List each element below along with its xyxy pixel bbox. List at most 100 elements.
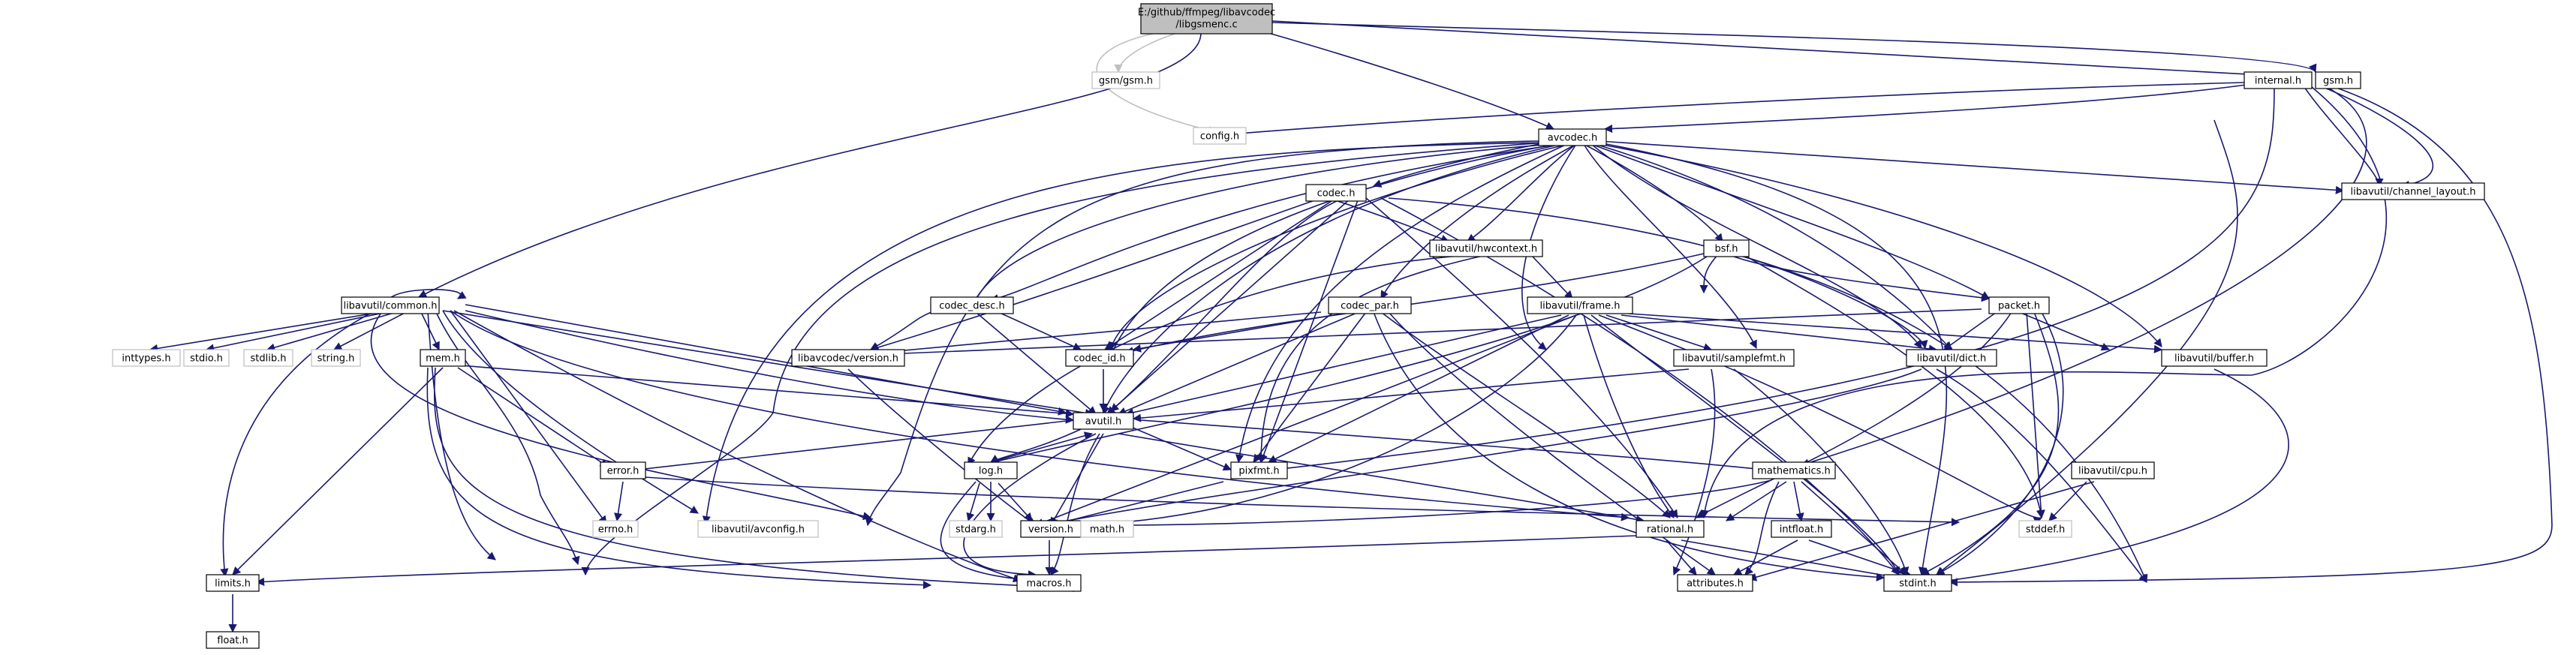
node-box (2018, 520, 2072, 538)
node-label: libavutil/common.h (343, 301, 437, 312)
node-box (341, 296, 440, 314)
node-label: libavutil/frame.h (1540, 301, 1621, 312)
node-label: stddef.h (2026, 524, 2065, 536)
node-label: libavutil/buffer.h (2174, 353, 2254, 365)
node-string[interactable]: string.h (311, 349, 361, 367)
node-stddef[interactable]: stddef.h (2018, 520, 2072, 538)
node-box (949, 520, 1003, 538)
node-codec-par[interactable]: codec_par.h (1328, 296, 1412, 314)
node-box (206, 574, 260, 592)
node-label: libavutil/cpu.h (2078, 466, 2147, 477)
node-box (930, 296, 1014, 314)
node-box (1065, 349, 1134, 367)
node-label: codec_par.h (1341, 301, 1399, 312)
node-label: errno.h (598, 524, 633, 536)
node-intfloat[interactable]: intfloat.h (1771, 520, 1832, 538)
node-box (1771, 520, 1832, 538)
node-stdio[interactable]: stdio.h (183, 349, 230, 367)
node-error[interactable]: error.h (600, 461, 646, 479)
node-box (183, 349, 230, 367)
node-label: avcodec.h (1548, 133, 1598, 144)
node-samplefmt[interactable]: libavutil/samplefmt.h (1673, 349, 1795, 367)
node-label: libavutil/avconfig.h (712, 524, 805, 536)
node-box (1328, 296, 1412, 314)
node-box (1091, 71, 1160, 89)
node-label: pixfmt.h (1238, 466, 1279, 477)
node-label: stdlib.h (251, 353, 287, 365)
node-internal[interactable]: internal.h (2243, 71, 2313, 89)
node-box (112, 349, 181, 367)
node-cpu[interactable]: libavutil/cpu.h (2071, 461, 2155, 479)
node-label: stdio.h (190, 353, 223, 365)
node-label: macros.h (1027, 578, 1072, 590)
node-box (1752, 461, 1836, 479)
node-box (1538, 128, 1607, 146)
node-avcodec[interactable]: avcodec.h (1538, 128, 1607, 146)
node-rational[interactable]: rational.h (1636, 520, 1705, 538)
node-packet[interactable]: packet.h (1988, 296, 2050, 314)
node-inttypes[interactable]: inttypes.h (112, 349, 181, 367)
node-box (420, 349, 466, 367)
node-label: packet.h (1998, 301, 2040, 312)
node-box (206, 631, 260, 649)
node-avutil[interactable]: avutil.h (1073, 412, 1134, 430)
node-hwcontext[interactable]: libavutil/hwcontext.h (1429, 239, 1543, 257)
node-log[interactable]: log.h (964, 461, 1018, 479)
node-gsm[interactable]: gsm.h (2315, 71, 2361, 89)
node-box (1673, 349, 1795, 367)
node-frame[interactable]: libavutil/frame.h (1527, 296, 1633, 314)
node-label: mem.h (426, 353, 460, 365)
node-stdlib[interactable]: stdlib.h (243, 349, 293, 367)
node-box (1230, 461, 1288, 479)
node-dict[interactable]: libavutil/dict.h (1906, 349, 1997, 367)
node-version-avcodec[interactable]: libavcodec/version.h (791, 349, 905, 367)
node-box (697, 520, 819, 538)
node-label: version.h (1028, 524, 1073, 536)
node-label: bsf.h (1714, 244, 1738, 255)
node-bsf[interactable]: bsf.h (1703, 239, 1750, 257)
node-box (2071, 461, 2155, 479)
node-mem[interactable]: mem.h (420, 349, 466, 367)
node-codec-desc[interactable]: codec_desc.h (930, 296, 1014, 314)
node-box (1016, 574, 1082, 592)
node-limits[interactable]: limits.h (206, 574, 260, 592)
node-label: error.h (607, 466, 639, 477)
node-box (600, 461, 646, 479)
node-box (1906, 349, 1997, 367)
node-mathematics[interactable]: mathematics.h (1752, 461, 1836, 479)
node-box (2341, 182, 2485, 200)
node-box (1140, 3, 1273, 35)
node-label: codec_desc.h (939, 301, 1005, 312)
node-buffer[interactable]: libavutil/buffer.h (2161, 349, 2268, 367)
node-errno[interactable]: errno.h (592, 520, 639, 538)
node-pixfmt[interactable]: pixfmt.h (1230, 461, 1288, 479)
node-gsm-gsm[interactable]: gsm/gsm.h (1091, 71, 1160, 89)
node-label: log.h (979, 466, 1003, 477)
node-label: libavcodec/version.h (798, 353, 898, 365)
node-codec-id[interactable]: codec_id.h (1065, 349, 1134, 367)
node-label: internal.h (2255, 76, 2301, 87)
node-avconfig[interactable]: libavutil/avconfig.h (697, 520, 819, 538)
node-box (592, 520, 639, 538)
root-label-line2: /libgsmenc.c (1175, 20, 1237, 31)
node-math[interactable]: math.h (1080, 520, 1134, 538)
node-common[interactable]: libavutil/common.h (341, 296, 440, 314)
node-box (1988, 296, 2050, 314)
root-label-line1: E:/github/ffmpeg/libavcodec (1138, 8, 1275, 19)
node-stdint[interactable]: stdint.h (1883, 574, 1952, 592)
node-root[interactable]: E:/github/ffmpeg/libavcodec/libgsmenc.c (1138, 3, 1275, 35)
node-config[interactable]: config.h (1193, 127, 1247, 145)
node-box (1883, 574, 1952, 592)
node-codec[interactable]: codec.h (1305, 184, 1367, 202)
node-box (964, 461, 1018, 479)
node-float[interactable]: float.h (206, 631, 260, 649)
node-macros[interactable]: macros.h (1016, 574, 1082, 592)
node-version[interactable]: version.h (1020, 520, 1082, 538)
node-box (2315, 71, 2361, 89)
node-attributes[interactable]: attributes.h (1677, 574, 1753, 592)
node-label: string.h (317, 353, 355, 365)
node-stdarg[interactable]: stdarg.h (949, 520, 1003, 538)
node-box (1305, 184, 1367, 202)
node-label: config.h (1200, 131, 1239, 143)
node-channel-layout[interactable]: libavutil/channel_layout.h (2341, 182, 2485, 200)
